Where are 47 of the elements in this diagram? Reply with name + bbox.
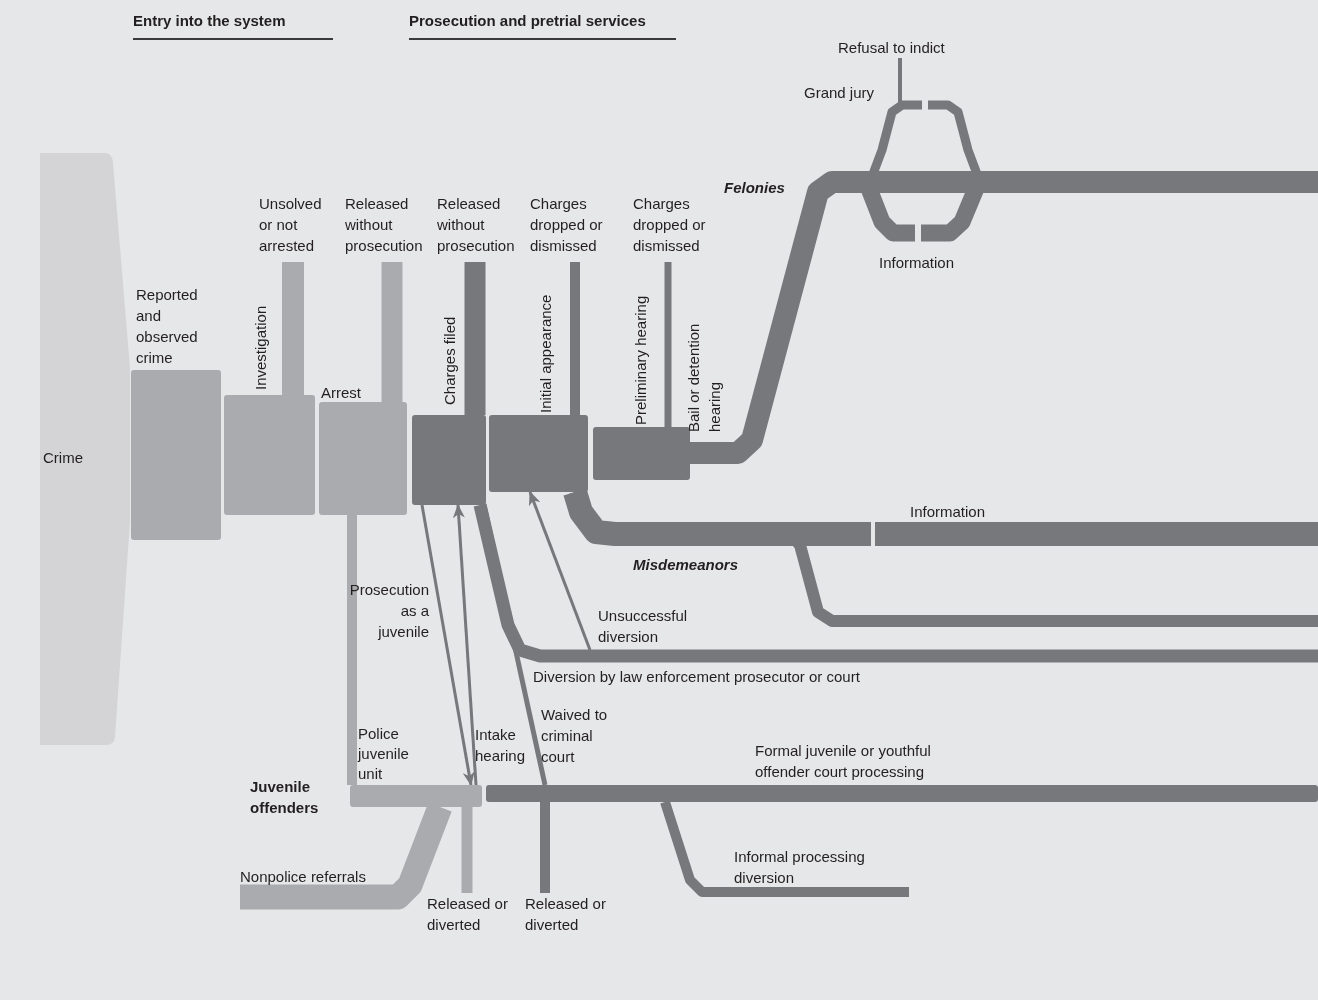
section-heading: Entry into the system bbox=[133, 11, 287, 31]
flow-label: Diversion by law enforcement prosecutor or court bbox=[533, 667, 861, 687]
node-label: Released without prosecution bbox=[437, 194, 516, 256]
flow-band bbox=[381, 262, 403, 402]
flow-label: Juvenile offenders bbox=[250, 777, 320, 818]
flow-band bbox=[569, 490, 1318, 627]
flow-band bbox=[570, 262, 580, 415]
stage-label: Charges filed bbox=[440, 316, 459, 405]
flow-band bbox=[347, 515, 357, 785]
flow-label: Grand jury bbox=[804, 83, 876, 103]
stage-label: Investigation bbox=[251, 305, 270, 390]
node-label: Formal juvenile or youthful offender court processing bbox=[755, 741, 932, 782]
flow-label: Waived to criminal court bbox=[541, 705, 609, 767]
node-label: Released or diverted bbox=[525, 894, 607, 935]
node-label: Charges dropped or dismissed bbox=[633, 194, 707, 256]
section-heading: Prosecution and pretrial services bbox=[409, 11, 647, 31]
node-label: Released without prosecution bbox=[345, 194, 424, 256]
flow-band bbox=[473, 503, 1318, 663]
arrow bbox=[528, 491, 592, 651]
stage-label: Bail or detention hearing bbox=[684, 322, 724, 432]
flow-label: Information bbox=[910, 502, 987, 522]
node-label: Police juvenile unit bbox=[358, 724, 410, 784]
flow-label: Prosecution as a juvenile bbox=[348, 580, 429, 642]
stage-label: Initial appearance bbox=[536, 294, 555, 413]
node-label: Intake hearing bbox=[475, 725, 527, 766]
flow-band bbox=[282, 262, 304, 395]
node-label: Nonpolice referrals bbox=[240, 867, 367, 887]
flow-label: Information bbox=[879, 253, 956, 273]
arrow bbox=[452, 504, 478, 786]
flow-band bbox=[461, 807, 473, 893]
flow-label: Felonies bbox=[724, 178, 786, 198]
node-label: Unsolved or not arrested bbox=[259, 194, 323, 256]
node-label: Reported and observed crime bbox=[136, 285, 199, 368]
node-label: Informal processing diversion bbox=[734, 847, 866, 888]
flow-band bbox=[540, 802, 550, 893]
flow-label: Unsuccessful diversion bbox=[598, 606, 689, 647]
flow-band bbox=[660, 800, 909, 897]
flow-band bbox=[464, 262, 486, 415]
flow-label: Misdemeanors bbox=[633, 555, 740, 575]
node-label: Charges dropped or dismissed bbox=[530, 194, 604, 256]
node-label: Arrest bbox=[321, 383, 362, 403]
node-label: Crime bbox=[43, 448, 84, 468]
arrow bbox=[420, 504, 475, 786]
node-label: Refusal to indict bbox=[838, 38, 946, 58]
node-label: Released or diverted bbox=[427, 894, 509, 935]
flow-line bbox=[898, 58, 902, 105]
stage-label: Preliminary hearing bbox=[631, 295, 650, 425]
